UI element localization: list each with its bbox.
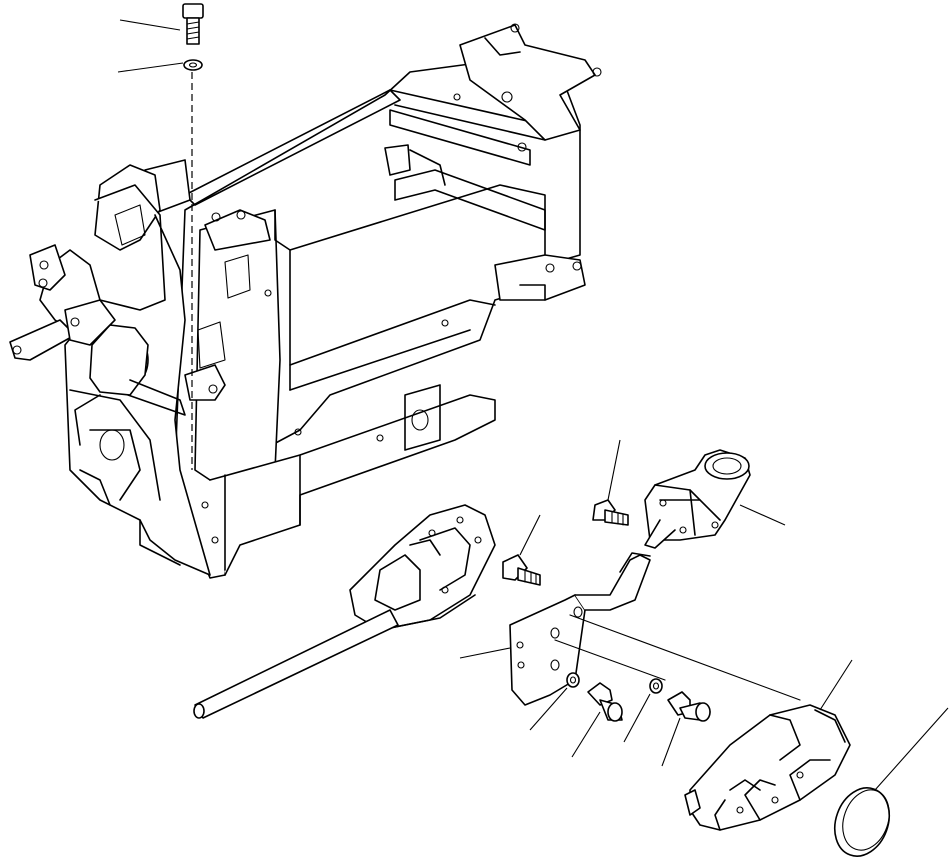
bolt-2 [667, 691, 711, 722]
bolt-top [182, 3, 204, 45]
washer-2 [649, 678, 663, 694]
leader-washer-1 [529, 687, 568, 731]
leader-mounting-bracket [459, 647, 511, 659]
leader-stud-lower [519, 514, 541, 556]
bolt-1 [587, 682, 623, 722]
control-lever-front-housing [349, 504, 496, 631]
boot-cover [644, 449, 751, 549]
leader-rear-cover [819, 659, 853, 711]
leader-cap-plate [874, 707, 949, 791]
leader-bolt-1 [571, 711, 601, 758]
leader-boot-cover [739, 504, 786, 526]
control-rod [193, 609, 399, 719]
stud-bolt-upper [592, 499, 629, 526]
cap-plate [833, 787, 891, 857]
washer-1 [566, 672, 580, 688]
leader-bolt-top [119, 19, 181, 31]
mounting-bracket [509, 552, 801, 706]
frame-assembly [144, 23, 602, 579]
leader-washer-top [117, 62, 184, 73]
left-housing-assembly [9, 164, 251, 576]
stud-bolt-lower [502, 554, 541, 586]
washer-top [183, 59, 203, 71]
leader-washer-2 [623, 693, 651, 743]
leader-bolt-2 [661, 717, 681, 767]
leader-stud-upper [607, 439, 621, 501]
rear-cover [684, 704, 851, 831]
